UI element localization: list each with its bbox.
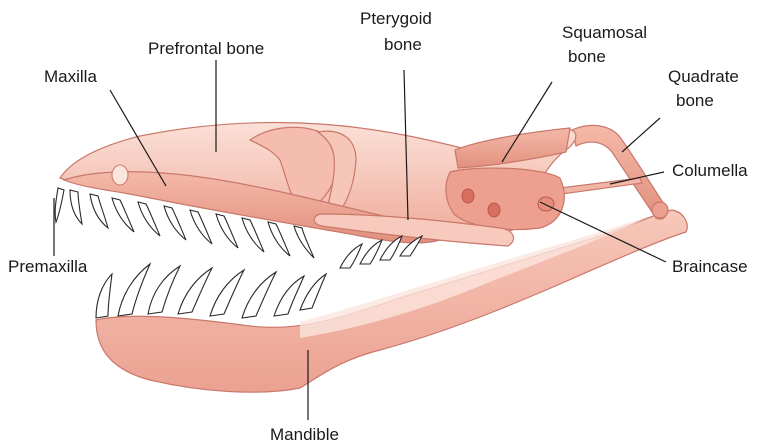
label-prefrontal-bone: Prefrontal bone <box>148 39 264 58</box>
leader-quadrate <box>622 118 660 152</box>
label-squamosal-line2: bone <box>568 47 606 66</box>
label-mandible: Mandible <box>270 425 339 444</box>
label-premaxilla: Premaxilla <box>8 257 88 276</box>
columella-bone <box>560 178 642 194</box>
label-pterygoid-line1: Pterygoid <box>360 9 432 28</box>
quadrate-bone <box>572 125 668 219</box>
label-quadrate-line1: Quadrate <box>668 67 739 86</box>
label-quadrate-line2: bone <box>676 91 714 110</box>
label-pterygoid-line2: bone <box>384 35 422 54</box>
label-maxilla: Maxilla <box>44 67 97 86</box>
label-braincase: Braincase <box>672 257 748 276</box>
premaxilla-nostril <box>112 165 128 185</box>
label-columella: Columella <box>672 161 748 180</box>
label-squamosal-line1: Squamosal <box>562 23 647 42</box>
